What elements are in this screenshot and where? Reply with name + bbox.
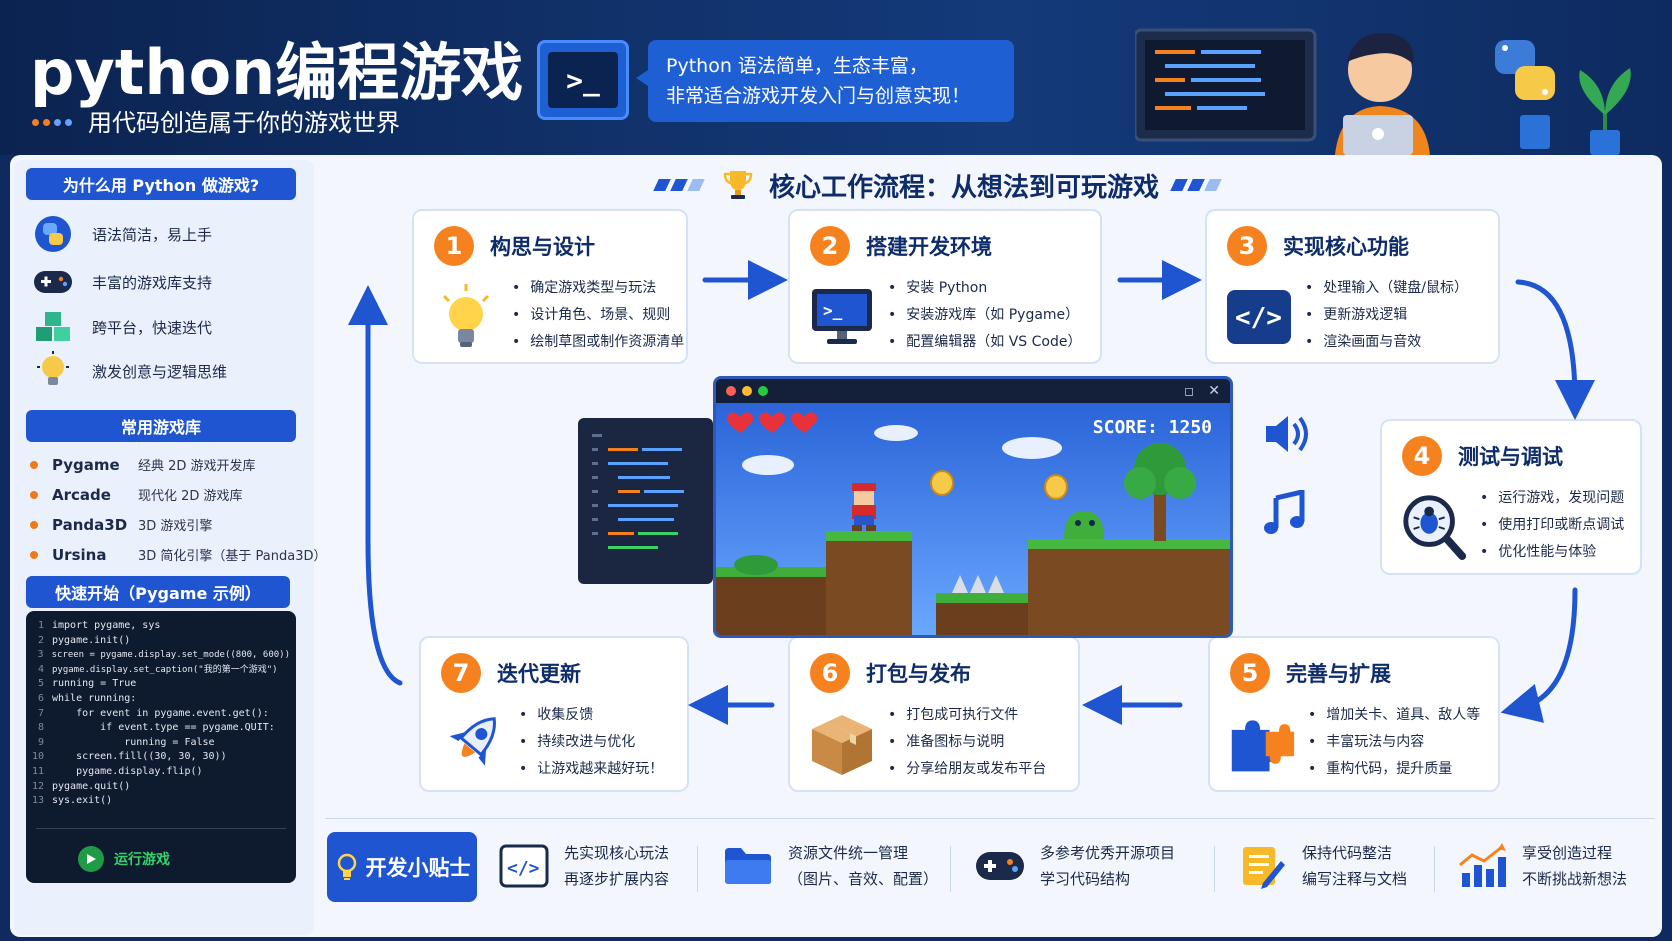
why-item-crossplatform: 跨平台，快速迭代 [32,308,212,346]
step-card-2: 2 搭建开发环境 >_ 安装 Python 安装游戏库（如 Pygame） 配置… [788,209,1102,364]
decorative-dots [32,111,76,130]
folder-icon [722,840,774,892]
code-line: 8 if event.type == pygame.QUIT: [37,722,275,734]
step-card-1: 1 构思与设计 确定游戏类型与玩法 设计角色、场景、规则 绘制草图或制作资源清单 [412,209,688,364]
page-title: python编程游戏 [30,36,524,109]
header-banner: python编程游戏 用代码创造属于你的游戏世界 >_ Python 语法简单，… [0,0,1672,155]
lightbulb-icon [337,853,356,880]
puzzle-icon [1228,708,1296,780]
why-python-heading: 为什么用 Python 做游戏? [26,168,296,200]
bug-magnifier-icon [1400,491,1468,563]
heart-icon [726,412,818,433]
code-editor-illustration [578,418,713,584]
game-preview-window: ◻ ✕ [713,376,1233,638]
tip-item: </> 先实现核心玩法再逐步扩展内容 [498,840,669,892]
step-card-5: 5 完善与扩展 增加关卡、道具、敌人等 丰富玩法与内容 重构代码，提升质量 [1208,636,1500,792]
play-icon [78,846,104,872]
intro-line-2: 非常适合游戏开发入门与创意实现！ [666,85,971,107]
tip-item: 多参考优秀开源项目学习代码结构 [974,840,1175,892]
score-display: SCORE: 1250 [1092,417,1212,438]
why-item-syntax: 语法简洁，易上手 [32,215,212,253]
quickstart-heading: 快速开始（Pygame 示例） [26,576,290,608]
tip-item: 资源文件统一管理（图片、音效、配置） [722,840,938,892]
why-item-libraries: 丰富的游戏库支持 [32,263,212,301]
lightbulb-icon [32,351,74,390]
code-brackets-icon: </> [1225,281,1293,353]
enemy-character [1064,511,1104,539]
player-character [852,483,876,531]
step-card-4: 4 测试与调试 运行游戏，发现问题 使用打印或断点调试 优化性能与体验 [1380,419,1642,575]
header-illustration [1135,28,1631,155]
code-divider [36,828,286,829]
monitor-terminal-icon: >_ [808,281,876,353]
speaker-icon [1266,416,1308,452]
workflow-title: 核心工作流程：从想法到可玩游戏 [622,165,1258,205]
code-line: 10 screen.fill((30, 30, 30)) [32,751,227,763]
subtitle-row: 用代码创造属于你的游戏世界 [32,103,400,138]
growth-chart-icon [1456,840,1508,892]
package-box-icon [808,708,876,780]
lightbulb-icon [432,281,500,353]
rocket-icon [439,708,507,780]
code-line: 7 for event in pygame.event.get(): [37,707,269,719]
tips-badge: 开发小贴士 [327,832,477,902]
tips-divider [325,818,1655,819]
why-item-creativity: 激发创意与逻辑思维 [32,351,227,390]
music-note-icon [1264,490,1305,534]
tip-item: 享受创造过程不断挑战新想法 [1456,840,1627,892]
svg-text:</>: </> [507,858,540,879]
run-game-button[interactable]: 运行游戏 [78,846,170,872]
code-line: 11 pygame.display.flip() [32,765,203,777]
note-pencil-icon [1236,840,1288,892]
libraries-heading: 常用游戏库 [26,410,296,442]
intro-line-1: Python 语法简单，生态丰富， [666,55,928,77]
close-icon[interactable]: ✕ [1208,383,1220,399]
page-subtitle: 用代码创造属于你的游戏世界 [88,109,400,137]
code-file-icon: </> [498,840,550,892]
svg-text:>_: >_ [823,301,843,320]
step-card-6: 6 打包与发布 打包成可执行文件 准备图标与说明 分享给朋友或发布平台 [788,636,1080,792]
game-window-titlebar: ◻ ✕ [716,379,1230,403]
trophy-icon [723,171,753,199]
cubes-icon [32,308,74,346]
tip-item: 保持代码整洁编写注释与文档 [1236,840,1407,892]
step-card-7: 7 迭代更新 收集反馈 持续改进与优化 让游戏越来越好玩！ [419,636,689,792]
code-line: 9 running = False [37,736,215,748]
svg-text:</>: </> [1235,303,1282,333]
game-scene [716,403,1230,635]
minimize-icon[interactable]: ◻ [1184,384,1195,398]
step-card-3: 3 实现核心功能 </> 处理输入（键盘/鼠标） 更新游戏逻辑 渲染画面与音效 [1205,209,1500,364]
intro-bubble: Python 语法简单，生态丰富， 非常适合游戏开发入门与创意实现！ [636,40,1014,122]
python-logo-icon [32,215,74,253]
gamepad-icon [974,840,1026,892]
gamepad-icon [32,263,74,301]
terminal-icon: >_ [537,40,629,120]
